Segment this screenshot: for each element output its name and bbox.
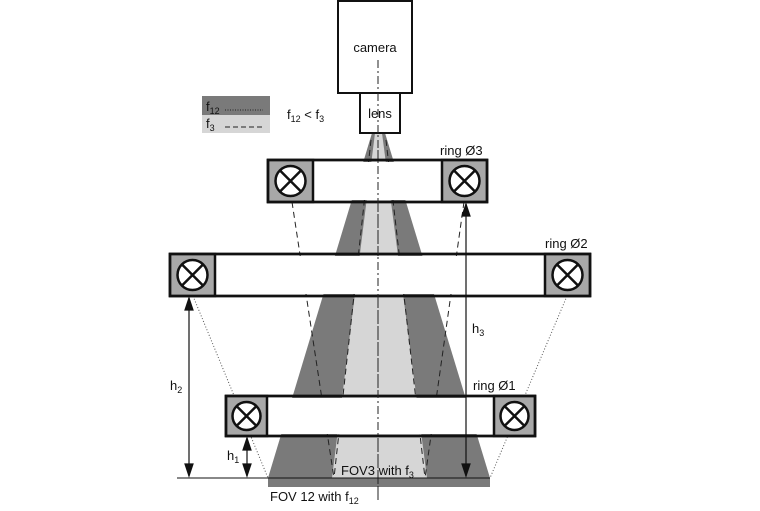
- focal-relation: f12 < f3: [287, 107, 324, 124]
- legend-f3-swatch: [202, 115, 270, 133]
- legend-f12-label: f12: [206, 99, 220, 116]
- lens-label: lens: [368, 106, 392, 121]
- lamp-icon: [543, 252, 592, 298]
- h3-label: h3: [472, 321, 484, 338]
- h1-label: h1: [227, 448, 239, 465]
- lamp-icon: [440, 158, 489, 204]
- ring3-label: ring Ø3: [440, 143, 483, 158]
- lamp-icon: [266, 158, 315, 204]
- lamp-icon: [492, 394, 537, 438]
- height-arrows: [184, 202, 471, 478]
- ring1-label: ring Ø1: [473, 378, 516, 393]
- lamp-icon: [224, 394, 269, 438]
- fov3-label: FOV3 with f3: [341, 463, 414, 480]
- ring2-label: ring Ø2: [545, 236, 588, 251]
- h2-label: h2: [170, 378, 182, 395]
- lamp-icon: [168, 252, 217, 298]
- camera-label: camera: [353, 40, 397, 55]
- ring1: [224, 394, 537, 438]
- lens-box: [359, 92, 401, 134]
- legend-f3-label: f3: [206, 116, 215, 133]
- fov3-region: [332, 133, 427, 478]
- ring2: [168, 252, 592, 298]
- fov12-label: FOV 12 with f12: [270, 489, 359, 506]
- camera-box: [337, 0, 413, 94]
